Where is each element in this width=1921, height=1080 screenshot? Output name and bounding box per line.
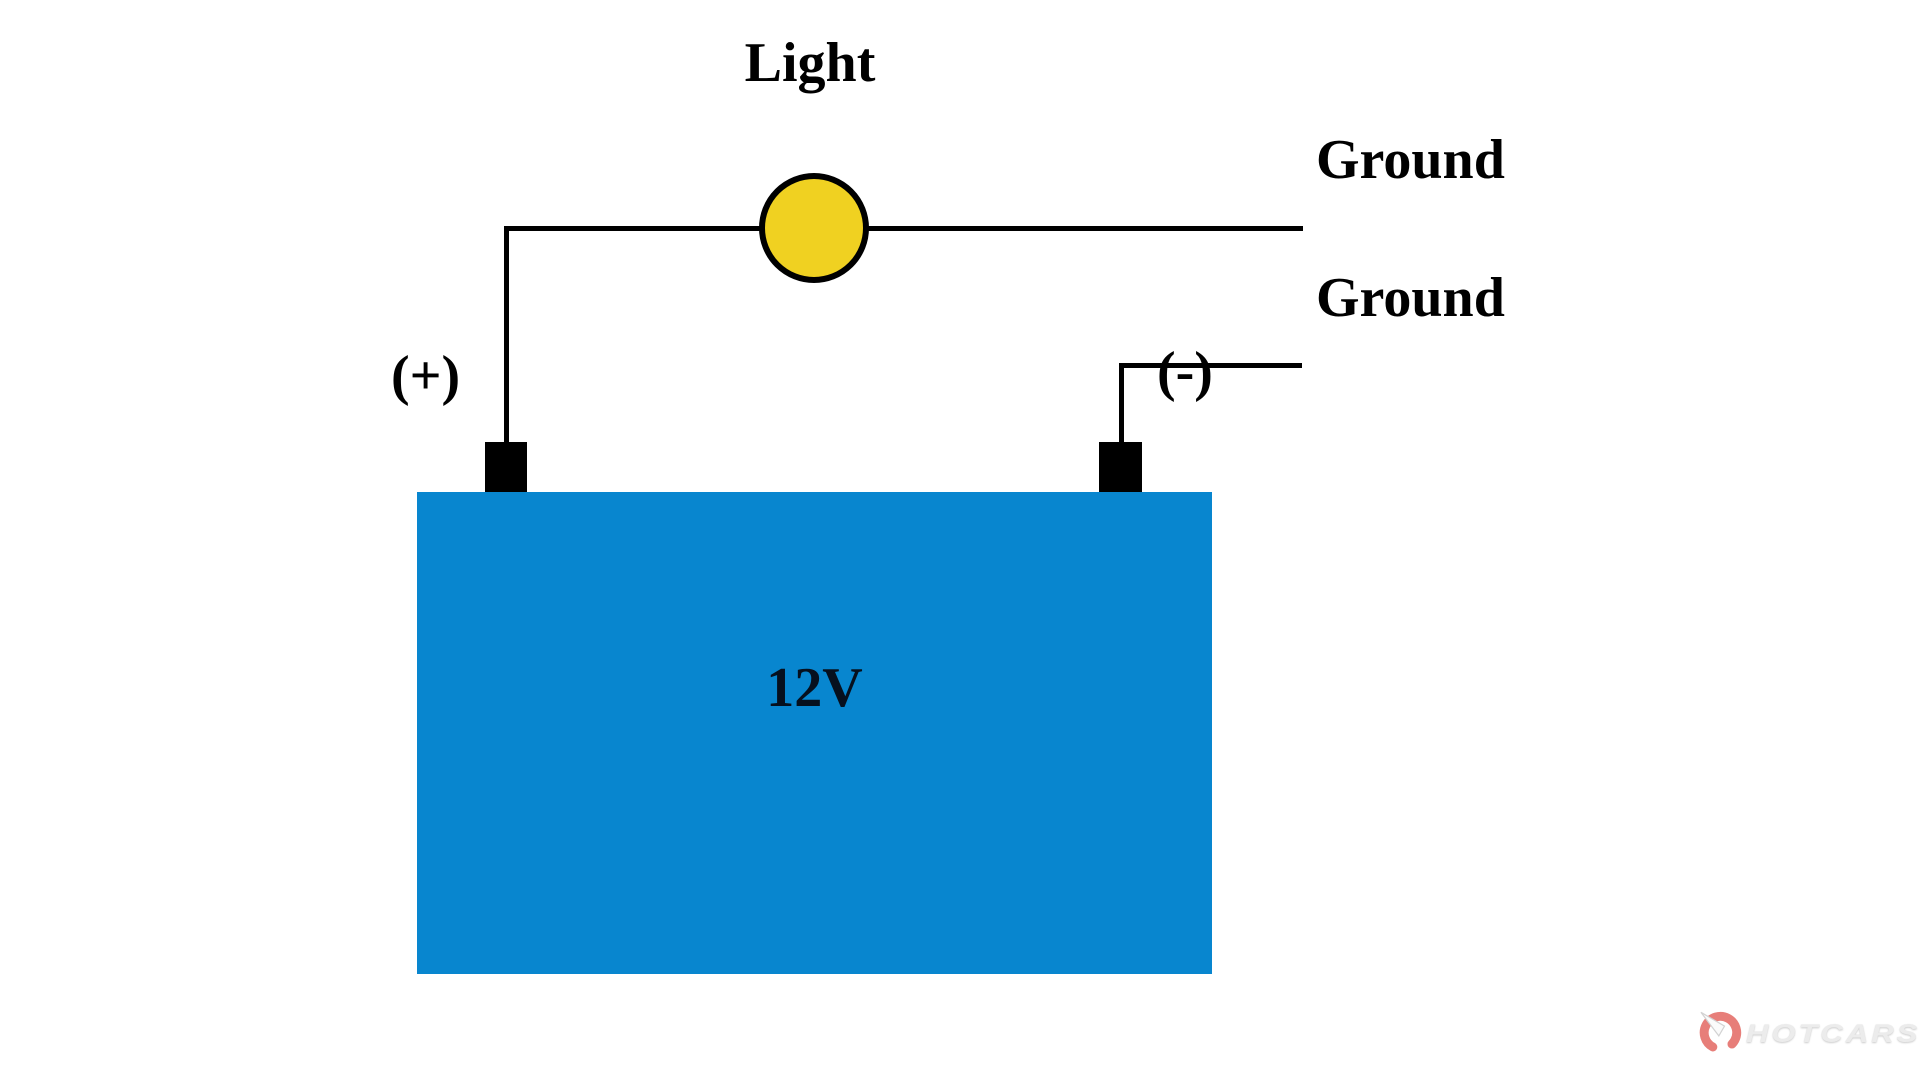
battery-voltage-label: 12V: [766, 657, 863, 719]
light-label: Light: [744, 32, 876, 94]
battery-rectangle: [417, 492, 1212, 974]
hotcars-watermark: HOTCARS: [1692, 1005, 1920, 1062]
light-bulb-icon: [759, 173, 869, 283]
watermark-brand-text: HOTCARS: [1746, 1018, 1921, 1048]
ground-label-top: Ground: [1316, 129, 1505, 191]
positive-terminal-label: (+): [391, 345, 461, 407]
negative-terminal-label: (-): [1157, 341, 1213, 403]
wire-positive-horizontal: [504, 226, 1303, 231]
battery-negative-terminal: [1099, 442, 1142, 494]
wire-negative-vertical: [1119, 363, 1124, 444]
battery-positive-terminal: [485, 442, 527, 494]
wire-positive-vertical: [504, 226, 509, 444]
speedometer-gauge-icon: [1692, 1005, 1744, 1062]
wire-negative-horizontal: [1119, 363, 1302, 368]
ground-label-bottom: Ground: [1316, 267, 1505, 329]
